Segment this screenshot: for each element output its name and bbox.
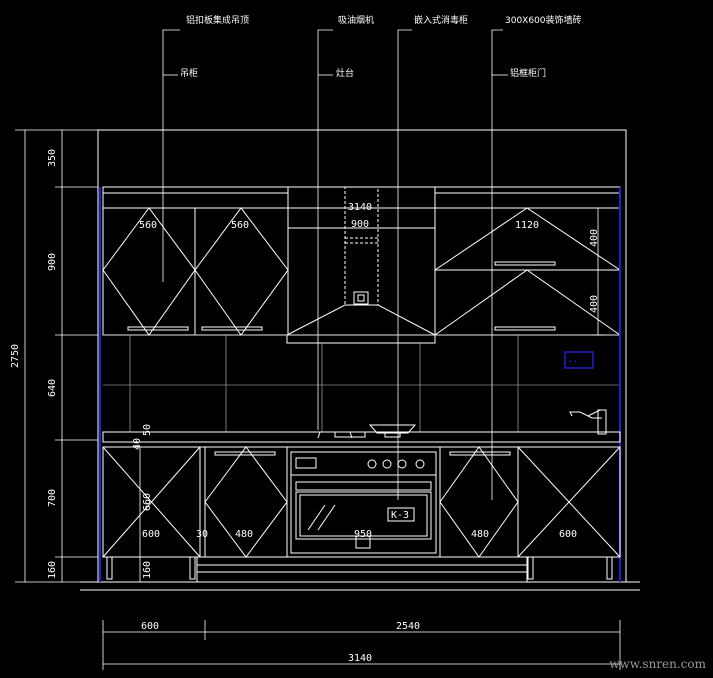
dim-height-total: 2750 [10, 344, 21, 368]
countertop [102, 431, 621, 448]
dim-hood-900: 900 [351, 219, 369, 230]
dim-height-700: 700 [47, 489, 58, 507]
watermark: www.snren.com [609, 657, 706, 671]
dim-lower-950: 950 [354, 529, 372, 540]
label-ceiling: 铝扣板集成吊顶 [186, 14, 249, 26]
dim-inner-50: 50 [142, 424, 153, 436]
right-dimension-ticks [592, 207, 604, 336]
dim-inner-40: 40 [132, 438, 143, 450]
dim-upper-1120: 1120 [515, 220, 539, 231]
oven-tag: K-3 [391, 510, 409, 521]
dim-bottom-600: 600 [141, 621, 159, 632]
stove-top [317, 424, 417, 439]
faucet [569, 409, 607, 435]
dim-height-160: 160 [47, 561, 58, 579]
base-cabinets [102, 446, 621, 582]
left-dimension-chain [15, 129, 141, 583]
dim-lower-480-right: 480 [471, 529, 489, 540]
label-range-hood: 吸油烟机 [338, 14, 374, 26]
dim-upper-left-560: 560 [139, 220, 157, 231]
label-wall-tile: 300X600装饰墙砖 [505, 14, 582, 26]
dim-height-640: 640 [47, 379, 58, 397]
dim-height-350: 350 [47, 149, 58, 167]
bottom-dimension-lines [102, 620, 621, 670]
wall-socket: ⚡⚡ [564, 351, 594, 369]
room-outline [80, 129, 640, 591]
dim-lower-600-right: 600 [559, 529, 577, 540]
dim-upper-right-560: 560 [231, 220, 249, 231]
label-cabinet-door: 铝框柜门 [510, 67, 546, 79]
built-in-oven [290, 451, 437, 554]
dim-inner-660: 660 [142, 493, 153, 511]
dim-inner-160: 160 [142, 561, 153, 579]
label-wall-cabinet: 吊柜 [180, 67, 198, 79]
dim-lower-480-left: 480 [235, 529, 253, 540]
dim-right-400-bottom: 400 [589, 295, 600, 313]
upper-cabinets [102, 186, 621, 336]
dim-right-400-top: 400 [589, 229, 600, 247]
dim-hood-3140: 3140 [348, 202, 372, 213]
leader-lines [162, 29, 508, 500]
dim-lower-600-left: 600 [142, 529, 160, 540]
dim-lower-30: 30 [196, 529, 208, 540]
dim-bottom-3140: 3140 [348, 653, 372, 664]
range-hood [286, 186, 436, 344]
label-disinfection-cabinet: 嵌入式消毒柜 [414, 14, 468, 26]
dim-bottom-2540: 2540 [396, 621, 420, 632]
dim-height-900: 900 [47, 253, 58, 271]
label-stove: 灶台 [336, 67, 354, 79]
svg-text:⚡⚡: ⚡⚡ [568, 357, 578, 366]
